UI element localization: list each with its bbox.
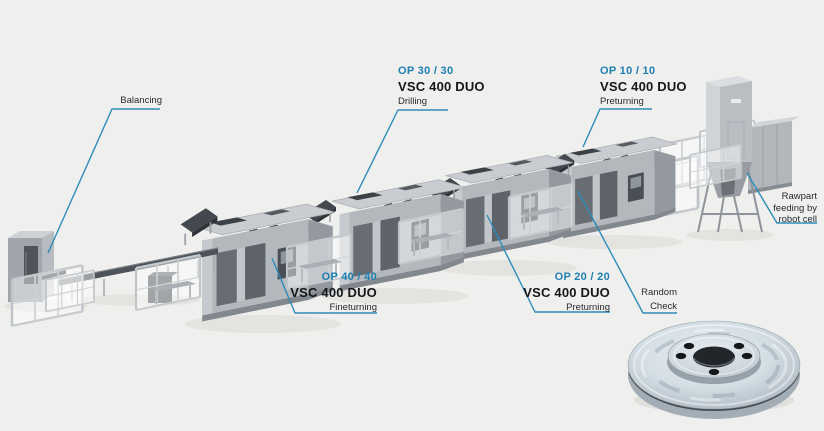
- random-check-line1: Random: [641, 287, 677, 298]
- rawpart-line1: Rawpart: [781, 191, 817, 202]
- op30-process: Drilling: [398, 96, 428, 107]
- bolt-holes: [675, 342, 753, 376]
- leader-op40: [271, 257, 377, 314]
- brake-disc-illustration: [627, 320, 801, 419]
- leader-op30: [356, 109, 448, 194]
- callout-op30: OP 30 / 30 VSC 400 DUO Drilling: [398, 63, 485, 108]
- op10-number: OP 10 / 10: [600, 65, 656, 77]
- callout-leader-lines: [47, 108, 817, 314]
- balancing-label: Balancing: [120, 95, 162, 106]
- op20-process: Preturning: [566, 302, 610, 313]
- callout-random-check: Random Check: [641, 286, 677, 314]
- callout-rawpart-feeding: Rawpart feeding by robot cell: [773, 191, 817, 226]
- rawpart-line2: feeding by: [773, 202, 817, 214]
- callout-op10: OP 10 / 10 VSC 400 DUO Preturning: [600, 63, 687, 108]
- rawpart-line3: robot cell: [778, 214, 817, 225]
- leader-op20: [486, 214, 610, 313]
- op40-process: Fineturning: [329, 302, 377, 313]
- leader-op10: [582, 108, 652, 148]
- callout-op40: OP 40 / 40 VSC 400 DUO Fineturning: [290, 269, 377, 314]
- leader-rawpart: [746, 172, 817, 224]
- leader-random-check: [577, 190, 677, 314]
- op30-machine-name: VSC 400 DUO: [398, 79, 485, 94]
- op40-machine-name: VSC 400 DUO: [290, 285, 377, 300]
- balancing-station-illustration: [8, 231, 95, 328]
- op20-number: OP 20 / 20: [554, 271, 610, 283]
- callout-balancing: Balancing: [112, 94, 162, 107]
- robot-cell-cabinets: [748, 116, 800, 194]
- op40-number: OP 40 / 40: [321, 271, 377, 283]
- callout-op20: OP 20 / 20 VSC 400 DUO Preturning: [523, 269, 610, 314]
- op10-process: Preturning: [600, 96, 644, 107]
- leader-balancing: [47, 108, 160, 254]
- random-check-line2: Check: [650, 301, 677, 312]
- rawpart-feeding-cell-illustration: [616, 76, 800, 233]
- op30-number: OP 30 / 30: [398, 65, 454, 77]
- op20-machine-name: VSC 400 DUO: [523, 285, 610, 300]
- op10-machine-name: VSC 400 DUO: [600, 79, 687, 94]
